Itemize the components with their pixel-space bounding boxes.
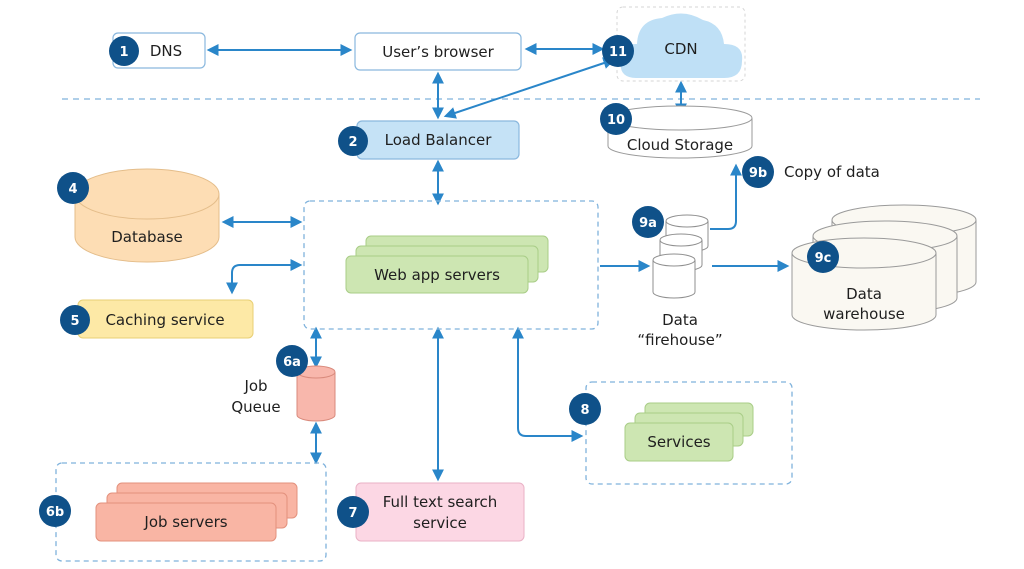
badge-number: 11: [609, 45, 627, 60]
badge-9b: 9b: [742, 156, 774, 188]
browser-box: [354, 32, 522, 71]
services-stack-front: [624, 422, 734, 462]
badge-number: 8: [580, 403, 589, 418]
job-queue-label-line2: Queue: [231, 398, 280, 416]
services-label: Services: [647, 433, 710, 451]
full-text-search-box: [355, 482, 525, 542]
firehose-cylinders: [652, 214, 709, 299]
data-warehouse-node: Data warehouse 9c: [791, 204, 977, 331]
badge-circle: [109, 36, 139, 66]
badge-6b: 6b: [39, 495, 71, 527]
badge-number: 5: [70, 314, 79, 329]
firehose-node: 9a Data “firehouse”: [632, 206, 723, 349]
arrow-web-caching: [226, 259, 303, 295]
services-dashed-frame: [585, 381, 793, 485]
badge-number: 9b: [749, 166, 767, 181]
job-servers-label: Job servers: [143, 513, 227, 531]
badge-9a: 9a: [632, 206, 664, 238]
data-warehouse-label-line1: Data: [846, 285, 882, 303]
firehose-label-line1: Data: [662, 311, 698, 329]
badge-8: 8: [569, 393, 601, 425]
caching-service-label: Caching service: [105, 311, 224, 329]
badge-number: 9a: [639, 216, 657, 231]
badge-circle: [602, 35, 634, 67]
job-servers-stack-front: [95, 502, 277, 542]
badge-11: 11: [602, 35, 634, 67]
browser-node: User’s browser: [354, 32, 522, 71]
job-queue-node: 6a Job Queue: [231, 345, 336, 422]
badge-6a: 6a: [276, 345, 308, 377]
full-text-search-label-line1: Full text search: [383, 493, 498, 511]
badge-circle: [39, 495, 71, 527]
cdn-cloud-icon: [620, 13, 743, 79]
web-app-servers-label: Web app servers: [374, 266, 500, 284]
database-top: [74, 168, 220, 220]
database-label: Database: [111, 228, 183, 246]
badge-circle: [632, 206, 664, 238]
cdn-dashed-frame: [616, 6, 746, 82]
browser-label: User’s browser: [382, 43, 494, 61]
badge-number: 9c: [815, 251, 832, 266]
badge-number: 7: [348, 506, 357, 521]
full-text-search-label-line2: service: [413, 514, 467, 532]
load-balancer-node: Load Balancer 2: [338, 120, 520, 160]
arrow-firehose-copy: [710, 163, 742, 230]
badge-circle: [569, 393, 601, 425]
cdn-node: CDN 11: [602, 6, 746, 82]
badge-2: 2: [338, 126, 368, 156]
dns-node: DNS 1: [109, 32, 206, 69]
badge-5: 5: [60, 305, 90, 335]
badge-circle: [338, 126, 368, 156]
cloud-storage-node: Cloud Storage 10: [600, 103, 753, 159]
arrow-web-services: [512, 326, 584, 442]
badge-circle: [807, 241, 839, 273]
caching-service-node: Caching service 5: [60, 299, 254, 339]
data-warehouse-label-line2: warehouse: [823, 305, 905, 323]
badge-circle: [742, 156, 774, 188]
badge-circle: [60, 305, 90, 335]
badge-number: 6b: [46, 505, 64, 520]
badge-circle: [276, 345, 308, 377]
copy-of-data-node: 9b Copy of data: [742, 156, 880, 188]
job-queue-label-line1: Job: [243, 377, 267, 395]
load-balancer-label: Load Balancer: [385, 131, 493, 149]
firehose-label-line2: “firehouse”: [637, 331, 722, 349]
badge-9c: 9c: [807, 241, 839, 273]
badge-number: 2: [348, 135, 357, 150]
badge-1: 1: [109, 36, 139, 66]
dns-label: DNS: [150, 42, 182, 60]
cdn-label: CDN: [664, 40, 697, 58]
database-node: Database 4: [57, 168, 220, 263]
badge-circle: [600, 103, 632, 135]
badge-number: 10: [607, 113, 625, 128]
full-text-search-node: Full text search service 7: [337, 482, 525, 542]
badge-4: 4: [57, 172, 89, 204]
badge-10: 10: [600, 103, 632, 135]
badge-number: 4: [68, 182, 77, 197]
job-servers-dashed-frame: [55, 462, 327, 562]
cloud-storage-label: Cloud Storage: [627, 136, 733, 154]
server-stack-front: [345, 255, 529, 294]
copy-of-data-label: Copy of data: [784, 163, 880, 181]
badge-number: 1: [119, 45, 128, 60]
services-group: Services 8: [569, 381, 793, 485]
badge-circle: [337, 496, 369, 528]
badge-7: 7: [337, 496, 369, 528]
badge-number: 6a: [283, 355, 301, 370]
job-queue-cylinder: [296, 372, 336, 422]
badge-circle: [57, 172, 89, 204]
arrow-cdn-loadbalancer: [443, 57, 616, 119]
job-servers-group: Job servers 6b: [39, 462, 327, 562]
web-app-servers-group: Web app servers: [303, 200, 599, 330]
web-app-dashed-frame: [303, 200, 599, 330]
